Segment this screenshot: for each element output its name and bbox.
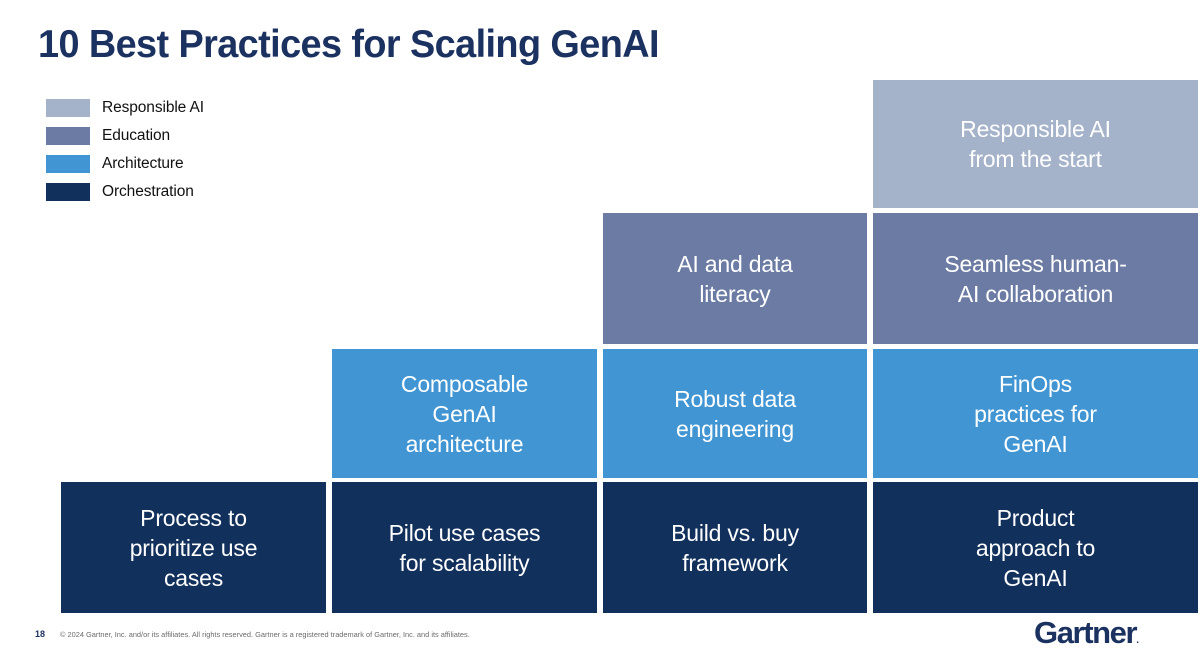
practice-block-pilot-use-cases-for-scalability[interactable]: Pilot use cases for scalability bbox=[332, 482, 597, 613]
legend-item-responsible-ai: Responsible AI bbox=[46, 94, 326, 122]
practice-line: from the start bbox=[969, 146, 1102, 172]
gartner-logo-mark: . bbox=[1136, 635, 1139, 646]
practice-block-composable-genai-architecture[interactable]: Composable GenAI architecture bbox=[332, 349, 597, 478]
practice-block-finops-practices-for-genai[interactable]: FinOps practices for GenAI bbox=[873, 349, 1198, 478]
practice-line: Build vs. buy bbox=[671, 519, 799, 546]
practice-block-responsible-ai-from-the-start[interactable]: Responsible AI from the start bbox=[873, 80, 1198, 208]
practice-line: architecture bbox=[405, 430, 524, 457]
practice-block-text: Composable GenAI architecture bbox=[401, 369, 528, 459]
practice-block-seamless-human-ai-collaboration[interactable]: Seamless human- AI collaboration bbox=[873, 213, 1198, 344]
practice-line: Product bbox=[996, 504, 1075, 531]
practice-line: Robust data bbox=[674, 385, 796, 412]
page-title: 10 Best Practices for Scaling GenAI bbox=[38, 23, 659, 66]
practice-line: GenAI bbox=[432, 400, 497, 427]
legend-swatch-architecture bbox=[46, 155, 90, 173]
practice-block-build-vs-buy-framework[interactable]: Build vs. buy framework bbox=[603, 482, 867, 613]
practice-line: AI collaboration bbox=[957, 280, 1114, 307]
practice-line: Pilot use cases bbox=[388, 519, 541, 546]
practice-line: engineering bbox=[675, 415, 794, 442]
practice-block-process-to-prioritize-use-cases[interactable]: Process to prioritize use cases bbox=[61, 482, 326, 613]
legend-item-architecture: Architecture bbox=[46, 150, 326, 178]
practices-staircase: Responsible AI from the start AI and dat… bbox=[61, 80, 1198, 613]
practice-block-text: Build vs. buy framework bbox=[671, 518, 799, 578]
practice-block-text: AI and data literacy bbox=[677, 249, 793, 309]
practice-line: literacy bbox=[699, 280, 771, 307]
practice-line: FinOps bbox=[999, 370, 1072, 397]
practice-line: Composable bbox=[400, 370, 529, 397]
practice-block-text: Robust data engineering bbox=[674, 384, 796, 444]
legend-item-orchestration: Orchestration bbox=[46, 178, 326, 206]
practice-line: prioritize use bbox=[129, 534, 258, 561]
legend-label-architecture: Architecture bbox=[102, 155, 184, 172]
gartner-logo-text: Gartner bbox=[1034, 615, 1138, 650]
practice-block-robust-data-engineering[interactable]: Robust data engineering bbox=[603, 349, 867, 478]
practice-line: AI and data bbox=[677, 250, 793, 277]
practice-line: cases bbox=[163, 564, 224, 591]
gartner-logo: Gartner. bbox=[1034, 615, 1139, 651]
legend: Responsible AI Education Architecture Or… bbox=[46, 94, 326, 206]
legend-label-orchestration: Orchestration bbox=[102, 183, 194, 200]
practice-line: Process to bbox=[140, 504, 247, 531]
practice-block-ai-and-data-literacy[interactable]: AI and data literacy bbox=[603, 213, 867, 344]
legend-label-education: Education bbox=[102, 127, 171, 144]
practice-block-text: Seamless human- AI collaboration bbox=[944, 249, 1127, 309]
legend-label-responsible-ai: Responsible AI bbox=[102, 99, 204, 116]
practice-block-product-approach-to-genai[interactable]: Product approach to GenAI bbox=[873, 482, 1198, 613]
practice-line: approach to bbox=[975, 534, 1096, 561]
legend-item-education: Education bbox=[46, 122, 326, 150]
copyright-notice: © 2024 Gartner, Inc. and/or its affiliat… bbox=[60, 630, 470, 639]
practice-line: Seamless human- bbox=[944, 250, 1127, 277]
practice-line: framework bbox=[682, 549, 788, 576]
practice-block-text: Product approach to GenAI bbox=[976, 503, 1095, 593]
page-number: 18 bbox=[35, 629, 46, 639]
practice-line: Responsible AI bbox=[960, 116, 1111, 142]
legend-swatch-education bbox=[46, 127, 90, 145]
practice-block-text: FinOps practices for GenAI bbox=[974, 369, 1097, 459]
practice-block-text: Process to prioritize use cases bbox=[130, 503, 258, 593]
practice-line: GenAI bbox=[1003, 430, 1068, 457]
practice-line: practices for bbox=[974, 400, 1097, 427]
practice-line: GenAI bbox=[1003, 564, 1068, 591]
practice-block-text: Responsible AI from the start bbox=[960, 114, 1111, 174]
legend-swatch-responsible-ai bbox=[46, 99, 90, 117]
legend-swatch-orchestration bbox=[46, 183, 90, 201]
practice-block-text: Pilot use cases for scalability bbox=[389, 518, 541, 578]
slide-footer: 18 © 2024 Gartner, Inc. and/or its affil… bbox=[0, 628, 1200, 643]
practice-line: for scalability bbox=[399, 549, 530, 576]
